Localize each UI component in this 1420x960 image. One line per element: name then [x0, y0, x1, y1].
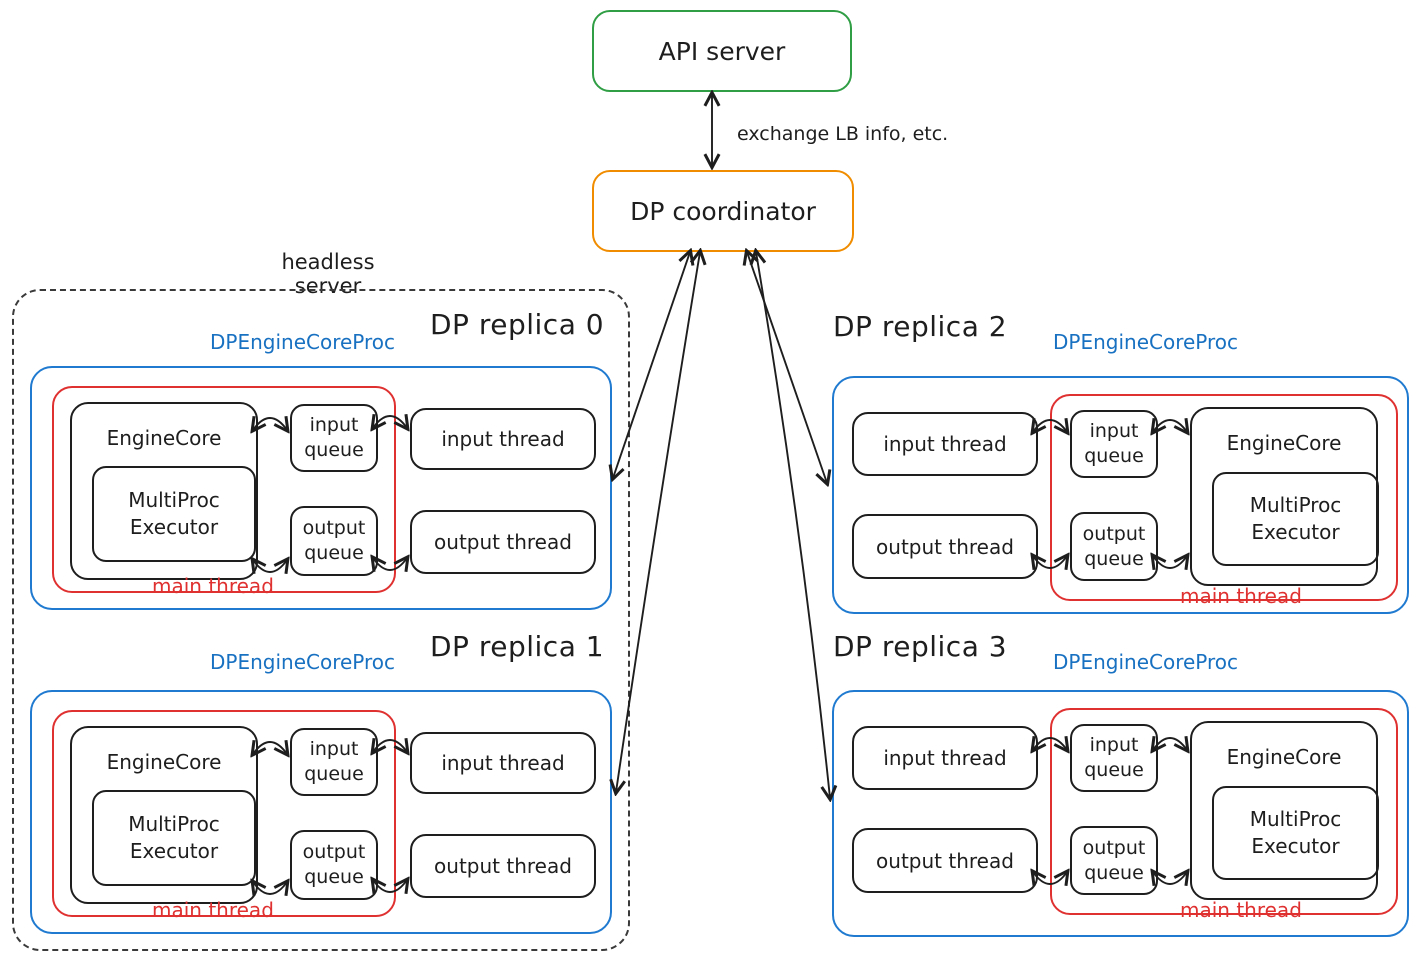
dp-replica-2-title: DP replica 2 — [833, 310, 1008, 343]
engine-core-box: EngineCore MultiProc Executor — [70, 726, 258, 904]
output-thread-box: output thread — [852, 828, 1038, 893]
main-thread-label: main thread — [152, 898, 274, 922]
multiproc-executor-box: MultiProc Executor — [1212, 786, 1379, 880]
engine-core-box: EngineCore MultiProc Executor — [1190, 407, 1379, 586]
dp-replica-2-proc-label: DPEngineCoreProc — [1053, 330, 1239, 354]
output-queue-box: output queue — [290, 506, 378, 576]
multiproc-executor-box: MultiProc Executor — [92, 466, 256, 562]
api-server-box: API server — [592, 10, 852, 92]
main-thread-box — [52, 710, 396, 917]
dp-replica-0-proc-label: DPEngineCoreProc — [210, 330, 396, 354]
main-thread-box — [1050, 394, 1398, 601]
engine-core-label: EngineCore — [106, 426, 222, 450]
dp-replica-1-title: DP replica 1 — [430, 630, 605, 663]
engine-core-label: EngineCore — [1226, 745, 1342, 769]
dp-replica-3-title: DP replica 3 — [833, 630, 1008, 663]
dp-replica-0-enginecoreproc-box: EngineCore MultiProc Executor input queu… — [30, 366, 612, 610]
input-queue-box: input queue — [290, 404, 378, 472]
input-thread-box: input thread — [410, 408, 596, 470]
input-queue-box: input queue — [290, 728, 378, 796]
input-thread-box: input thread — [852, 412, 1038, 476]
dp-coordinator-label: DP coordinator — [630, 196, 816, 226]
main-thread-label: main thread — [152, 574, 274, 598]
dp-replica-2-enginecoreproc-box: input thread output thread input queue o… — [832, 376, 1409, 614]
input-thread-box: input thread — [852, 726, 1038, 790]
engine-core-label: EngineCore — [106, 750, 222, 774]
main-thread-box — [1050, 708, 1398, 915]
output-queue-box: output queue — [290, 830, 378, 900]
exchange-info-label: exchange LB info, etc. — [737, 123, 949, 145]
api-server-label: API server — [658, 36, 786, 66]
main-thread-label: main thread — [1180, 898, 1302, 922]
input-queue-box: input queue — [1070, 410, 1158, 478]
output-queue-box: output queue — [1070, 512, 1158, 581]
coordinator-replica2-arrow — [747, 252, 827, 483]
output-thread-box: output thread — [852, 514, 1038, 579]
engine-core-box: EngineCore MultiProc Executor — [70, 402, 258, 580]
main-thread-label: main thread — [1180, 584, 1302, 608]
multiproc-executor-box: MultiProc Executor — [1212, 472, 1379, 566]
dp-replica-1-enginecoreproc-box: EngineCore MultiProc Executor input queu… — [30, 690, 612, 934]
dp-replica-3-enginecoreproc-box: input thread output thread input queue o… — [832, 690, 1409, 937]
headless-server-label: headless server — [281, 250, 375, 298]
output-thread-box: output thread — [410, 834, 596, 898]
engine-core-label: EngineCore — [1226, 431, 1342, 455]
dp-replica-1-proc-label: DPEngineCoreProc — [210, 650, 396, 674]
engine-core-box: EngineCore MultiProc Executor — [1190, 721, 1379, 900]
output-queue-box: output queue — [1070, 826, 1158, 895]
input-thread-box: input thread — [410, 732, 596, 794]
dp-replica-3-proc-label: DPEngineCoreProc — [1053, 650, 1239, 674]
output-thread-box: output thread — [410, 510, 596, 574]
coordinator-replica3-arrow — [756, 252, 830, 798]
main-thread-box — [52, 386, 396, 593]
multiproc-executor-box: MultiProc Executor — [92, 790, 256, 886]
dp-coordinator-box: DP coordinator — [592, 170, 854, 252]
dp-replica-0-title: DP replica 0 — [430, 308, 605, 341]
input-queue-box: input queue — [1070, 724, 1158, 792]
